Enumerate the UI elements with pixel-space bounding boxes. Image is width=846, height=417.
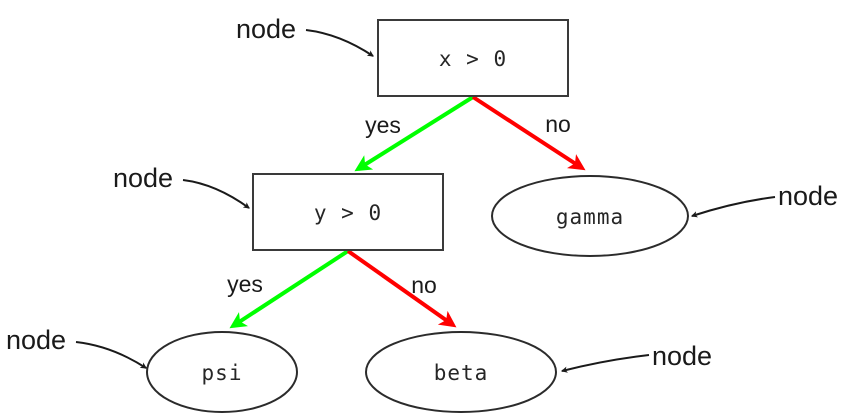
edges-group <box>229 95 586 329</box>
node-gamma-shape <box>491 175 689 257</box>
annotation-second-leader <box>182 179 250 209</box>
annotation-root: node <box>236 14 374 57</box>
edge-label-second-no: no <box>411 272 437 298</box>
edge-second-yes <box>229 249 350 329</box>
node-gamma-label: gamma <box>556 205 624 229</box>
annotation-second: node <box>113 163 250 209</box>
annotation-gamma-label: node <box>778 181 838 211</box>
node-psi[interactable]: psi <box>146 331 298 413</box>
node-second-shape <box>252 173 444 251</box>
node-psi-label: psi <box>202 361 243 385</box>
annotation-beta: node <box>560 341 712 373</box>
node-root-shape <box>377 19 569 97</box>
edge-label-second-yes: yes <box>227 271 263 297</box>
nodes-group: x > 0 y > 0 gamma psi beta <box>146 19 689 413</box>
annotation-gamma-leader <box>690 196 776 218</box>
annotation-beta-leader <box>560 354 650 373</box>
annotations-group: node node node node node <box>6 14 838 373</box>
annotation-root-label: node <box>236 14 296 44</box>
node-gamma[interactable]: gamma <box>491 175 689 257</box>
edge-labels-group: yes no yes no <box>227 111 571 298</box>
annotation-root-leader <box>305 29 374 57</box>
node-beta[interactable]: beta <box>365 331 557 413</box>
edge-label-root-yes: yes <box>365 112 401 138</box>
node-psi-shape <box>146 331 298 413</box>
annotation-beta-label: node <box>652 341 712 371</box>
annotation-second-label: node <box>113 163 173 193</box>
node-beta-shape <box>365 331 557 413</box>
node-root[interactable]: x > 0 <box>377 19 569 97</box>
edge-root-no <box>471 95 586 171</box>
node-root-label: x > 0 <box>439 47 507 71</box>
node-second-label: y > 0 <box>314 201 382 225</box>
edge-root-yes <box>354 95 475 172</box>
annotation-psi-label: node <box>6 325 66 355</box>
annotation-psi-leader <box>75 341 147 369</box>
node-beta-label: beta <box>434 361 489 385</box>
annotation-gamma: node <box>690 181 838 218</box>
edge-second-no <box>346 249 457 328</box>
node-second[interactable]: y > 0 <box>252 173 444 251</box>
annotation-psi: node <box>6 325 147 369</box>
edge-label-root-no: no <box>545 111 571 137</box>
